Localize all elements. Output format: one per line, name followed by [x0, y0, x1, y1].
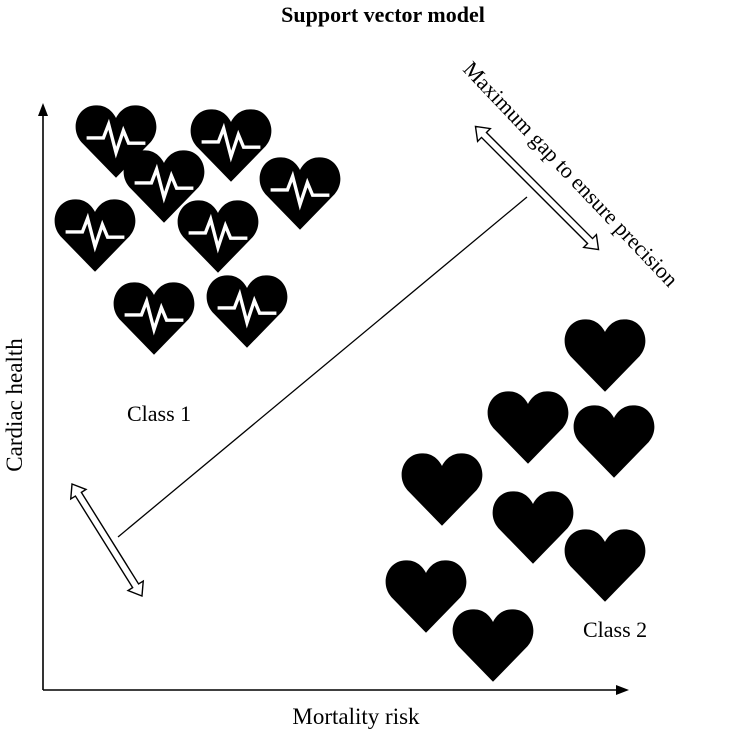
heart-pulse-icon — [176, 198, 260, 275]
class-1-hearts — [53, 103, 342, 357]
margin-arrow-right — [474, 125, 600, 251]
margin-arrow-left — [69, 483, 145, 597]
heart-icon — [573, 405, 655, 478]
y-axis-label: Cardiac health — [2, 338, 27, 472]
x-axis-label: Mortality risk — [292, 704, 420, 729]
heart-pulse-icon — [258, 155, 342, 232]
class-2-label: Class 2 — [583, 617, 647, 642]
heart-icon — [492, 491, 574, 564]
separating-hyperplane — [117, 196, 528, 538]
axes — [38, 103, 629, 695]
heart-icon — [385, 560, 467, 633]
heart-icon — [401, 453, 483, 526]
heart-pulse-icon — [205, 273, 289, 350]
y-axis-arrowhead — [38, 103, 48, 116]
x-axis-arrowhead — [616, 685, 629, 695]
heart-pulse-icon — [53, 197, 137, 274]
heart-pulse-icon — [112, 280, 196, 357]
heart-icon — [564, 319, 646, 392]
heart-icon — [487, 391, 569, 464]
margin-label: Maximum gap to ensure precision — [458, 56, 683, 291]
heart-icon — [452, 609, 534, 682]
diagram-title: Support vector model — [281, 2, 485, 27]
heart-icon — [564, 529, 646, 602]
class-1-label: Class 1 — [127, 401, 191, 426]
